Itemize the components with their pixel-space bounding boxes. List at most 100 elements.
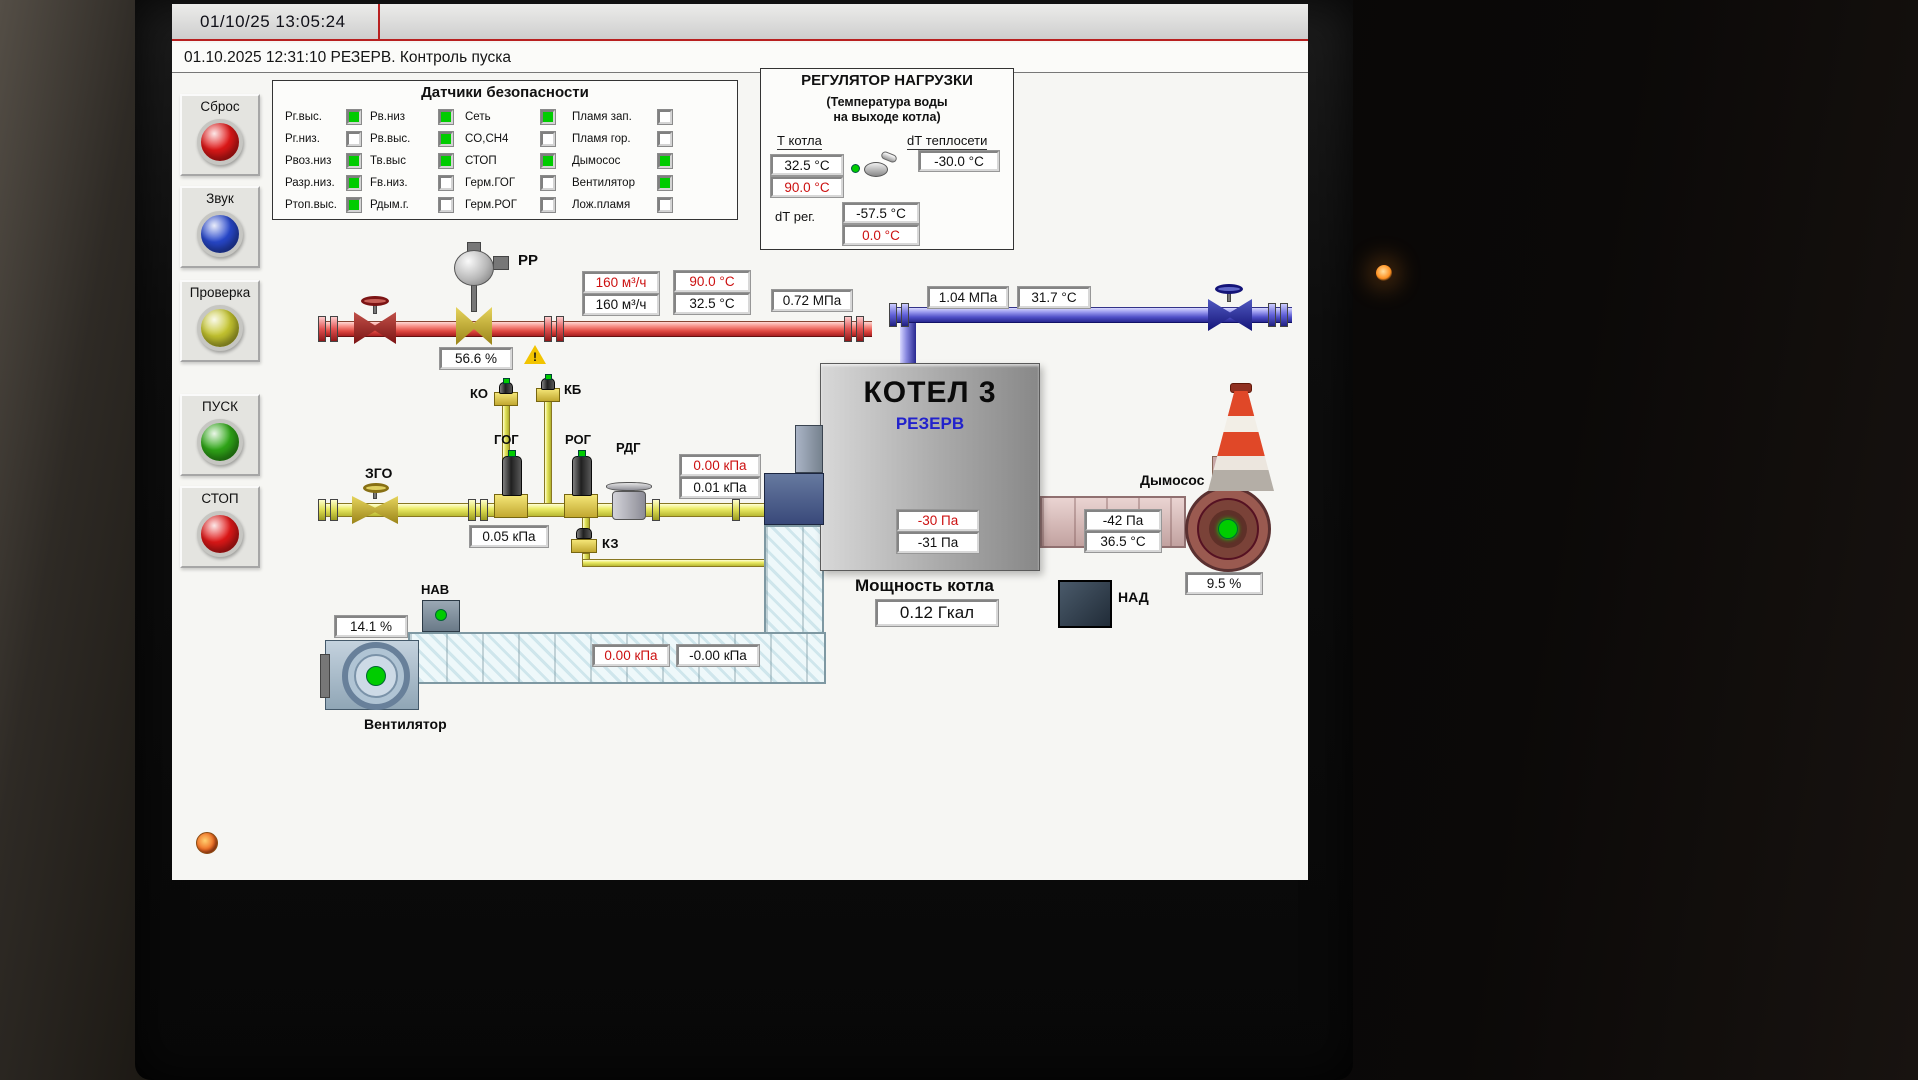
sensor-row: CO,CH4 <box>465 131 555 147</box>
sensor-row: Рв.низ <box>370 109 453 125</box>
sensor-row: Сеть <box>465 109 555 125</box>
rog-valve-body[interactable] <box>564 494 598 518</box>
kz-label: КЗ <box>602 536 619 551</box>
hot-water-gate-valve[interactable] <box>354 312 396 344</box>
warning-glyph: ! <box>533 350 537 364</box>
sensor-row: Рдым.г. <box>370 197 453 213</box>
nad-label: НАД <box>1118 589 1149 605</box>
button-group-sound: Звук <box>180 186 260 268</box>
kz-valve[interactable] <box>571 539 597 553</box>
sensor-row: Пламя гор. <box>572 131 672 147</box>
furnace-pressure-setpoint-box: -30 Па <box>897 510 979 531</box>
sensor-label: Дымосос <box>572 155 621 167</box>
sensor-label: Fв.низ. <box>370 177 408 189</box>
sensor-indicator <box>347 198 361 212</box>
rdg-diaphragm <box>606 482 652 491</box>
rog-indicator <box>578 450 586 457</box>
boiler-title: КОТЕЛ 3 <box>863 376 997 409</box>
return-valve-handwheel <box>1215 284 1243 294</box>
dymosos-ring <box>1197 498 1259 560</box>
load-regulator-title: РЕГУЛЯТОР НАГРУЗКИ <box>801 72 973 89</box>
zgo-label: ЗГО <box>365 465 393 481</box>
t-boiler-setpoint: 90.0 °С <box>771 177 843 197</box>
flange <box>544 316 552 342</box>
fan-inlet-flange <box>320 654 330 698</box>
sensor-label: СТОП <box>465 155 497 167</box>
screen: 01/10/25 13:05:24 01.10.2025 12:31:10 РЕ… <box>172 4 1308 880</box>
sensor-indicator <box>541 110 555 124</box>
start-button-label: ПУСК <box>202 399 238 414</box>
boiler-power-label: Мощность котла <box>855 576 994 595</box>
sensor-label: Ртоп.выс. <box>285 199 337 211</box>
sensor-row: Вентилятор <box>572 175 672 191</box>
return-gate-valve[interactable] <box>1208 299 1252 331</box>
flange <box>652 499 660 521</box>
check-button[interactable] <box>197 305 243 351</box>
flange <box>856 316 864 342</box>
gas-pressure1-box: 0.01 кПа <box>680 477 760 498</box>
titlebar-divider <box>378 4 380 41</box>
sensor-row: СТОП <box>465 153 555 169</box>
rdg-regulator[interactable] <box>612 491 646 520</box>
sensor-indicator <box>658 198 672 212</box>
flange <box>318 316 326 342</box>
fan-label: Вентилятор <box>364 716 447 732</box>
flange <box>318 499 326 521</box>
flue-pressure-box: -42 Па <box>1085 510 1161 531</box>
gog-valve-body[interactable] <box>494 494 528 518</box>
rog-label: РОГ <box>565 432 591 447</box>
t-boiler-label: Т котла <box>777 133 822 150</box>
sensor-indicator <box>541 132 555 146</box>
sensor-label: Рвоз.низ <box>285 155 332 167</box>
start-button[interactable] <box>197 419 243 465</box>
rr-control-valve[interactable] <box>456 307 492 345</box>
sensor-indicator <box>439 154 453 168</box>
sensor-row: Разр.низ. <box>285 175 361 191</box>
regulator-subtitle-1: (Температура воды <box>826 95 948 109</box>
sensor-label: CO,CH4 <box>465 133 509 145</box>
sensor-label: Вентилятор <box>572 177 635 189</box>
nad-damper-actuator[interactable] <box>1058 580 1112 628</box>
load-regulator-panel: РЕГУЛЯТОР НАГРУЗКИ (Температура воды на … <box>760 68 1014 250</box>
sensor-indicator <box>347 176 361 190</box>
reset-button-label: Сброс <box>200 99 240 114</box>
regulator-mode-switch[interactable] <box>851 150 903 183</box>
sensor-row: Герм.ГОГ <box>465 175 555 191</box>
check-button-label: Проверка <box>189 285 251 300</box>
status-bar: 01.10.2025 12:31:10 РЕЗЕРВ. Контроль пус… <box>172 43 1308 73</box>
t-boiler-value: 32.5 °С <box>771 155 843 175</box>
title-bar: 01/10/25 13:05:24 <box>172 4 1308 41</box>
burner-mount <box>795 425 823 473</box>
sensor-row: Герм.РОГ <box>465 197 555 213</box>
hot-water-pipe <box>322 321 872 337</box>
kb-valve[interactable] <box>536 388 560 402</box>
button-group-start: ПУСК <box>180 394 260 476</box>
air-duct-vertical <box>764 525 824 634</box>
sound-button[interactable] <box>197 211 243 257</box>
return-temp-box: 31.7 °С <box>1018 287 1090 308</box>
sensor-indicator <box>658 132 672 146</box>
ko-valve[interactable] <box>494 392 518 406</box>
flange <box>901 303 909 327</box>
safety-sensors-panel: Датчики безопасности Рг.выс. Рг.низ. Рво… <box>272 80 738 220</box>
sensor-row: Пламя зап. <box>572 109 672 125</box>
dt-network-value: -30.0 °С <box>919 151 999 171</box>
app-icon-button[interactable] <box>196 832 218 854</box>
sensor-label: Рдым.г. <box>370 199 409 211</box>
zgo-valve[interactable] <box>352 496 398 524</box>
flow-setpoint-box: 160 м³/ч <box>583 272 659 293</box>
rr-valve-positioner <box>493 256 509 270</box>
button-group-check: Проверка <box>180 280 260 362</box>
dymosos-position-box: 9.5 % <box>1186 573 1262 594</box>
dymosos-run-indicator <box>1218 519 1238 539</box>
rr-valve-position-box: 56.6 % <box>440 348 512 369</box>
reset-button[interactable] <box>197 119 243 165</box>
stop-button-label: СТОП <box>201 491 239 506</box>
sensor-row: Тв.выс <box>370 153 453 169</box>
sensor-label: Тв.выс <box>370 155 406 167</box>
stop-button[interactable] <box>197 511 243 557</box>
nav-indicator <box>435 609 447 621</box>
rog-solenoid <box>572 456 592 496</box>
dt-reg-label: dТ рег. <box>775 209 816 224</box>
boiler-power-box: 0.12 Гкал <box>876 600 998 626</box>
